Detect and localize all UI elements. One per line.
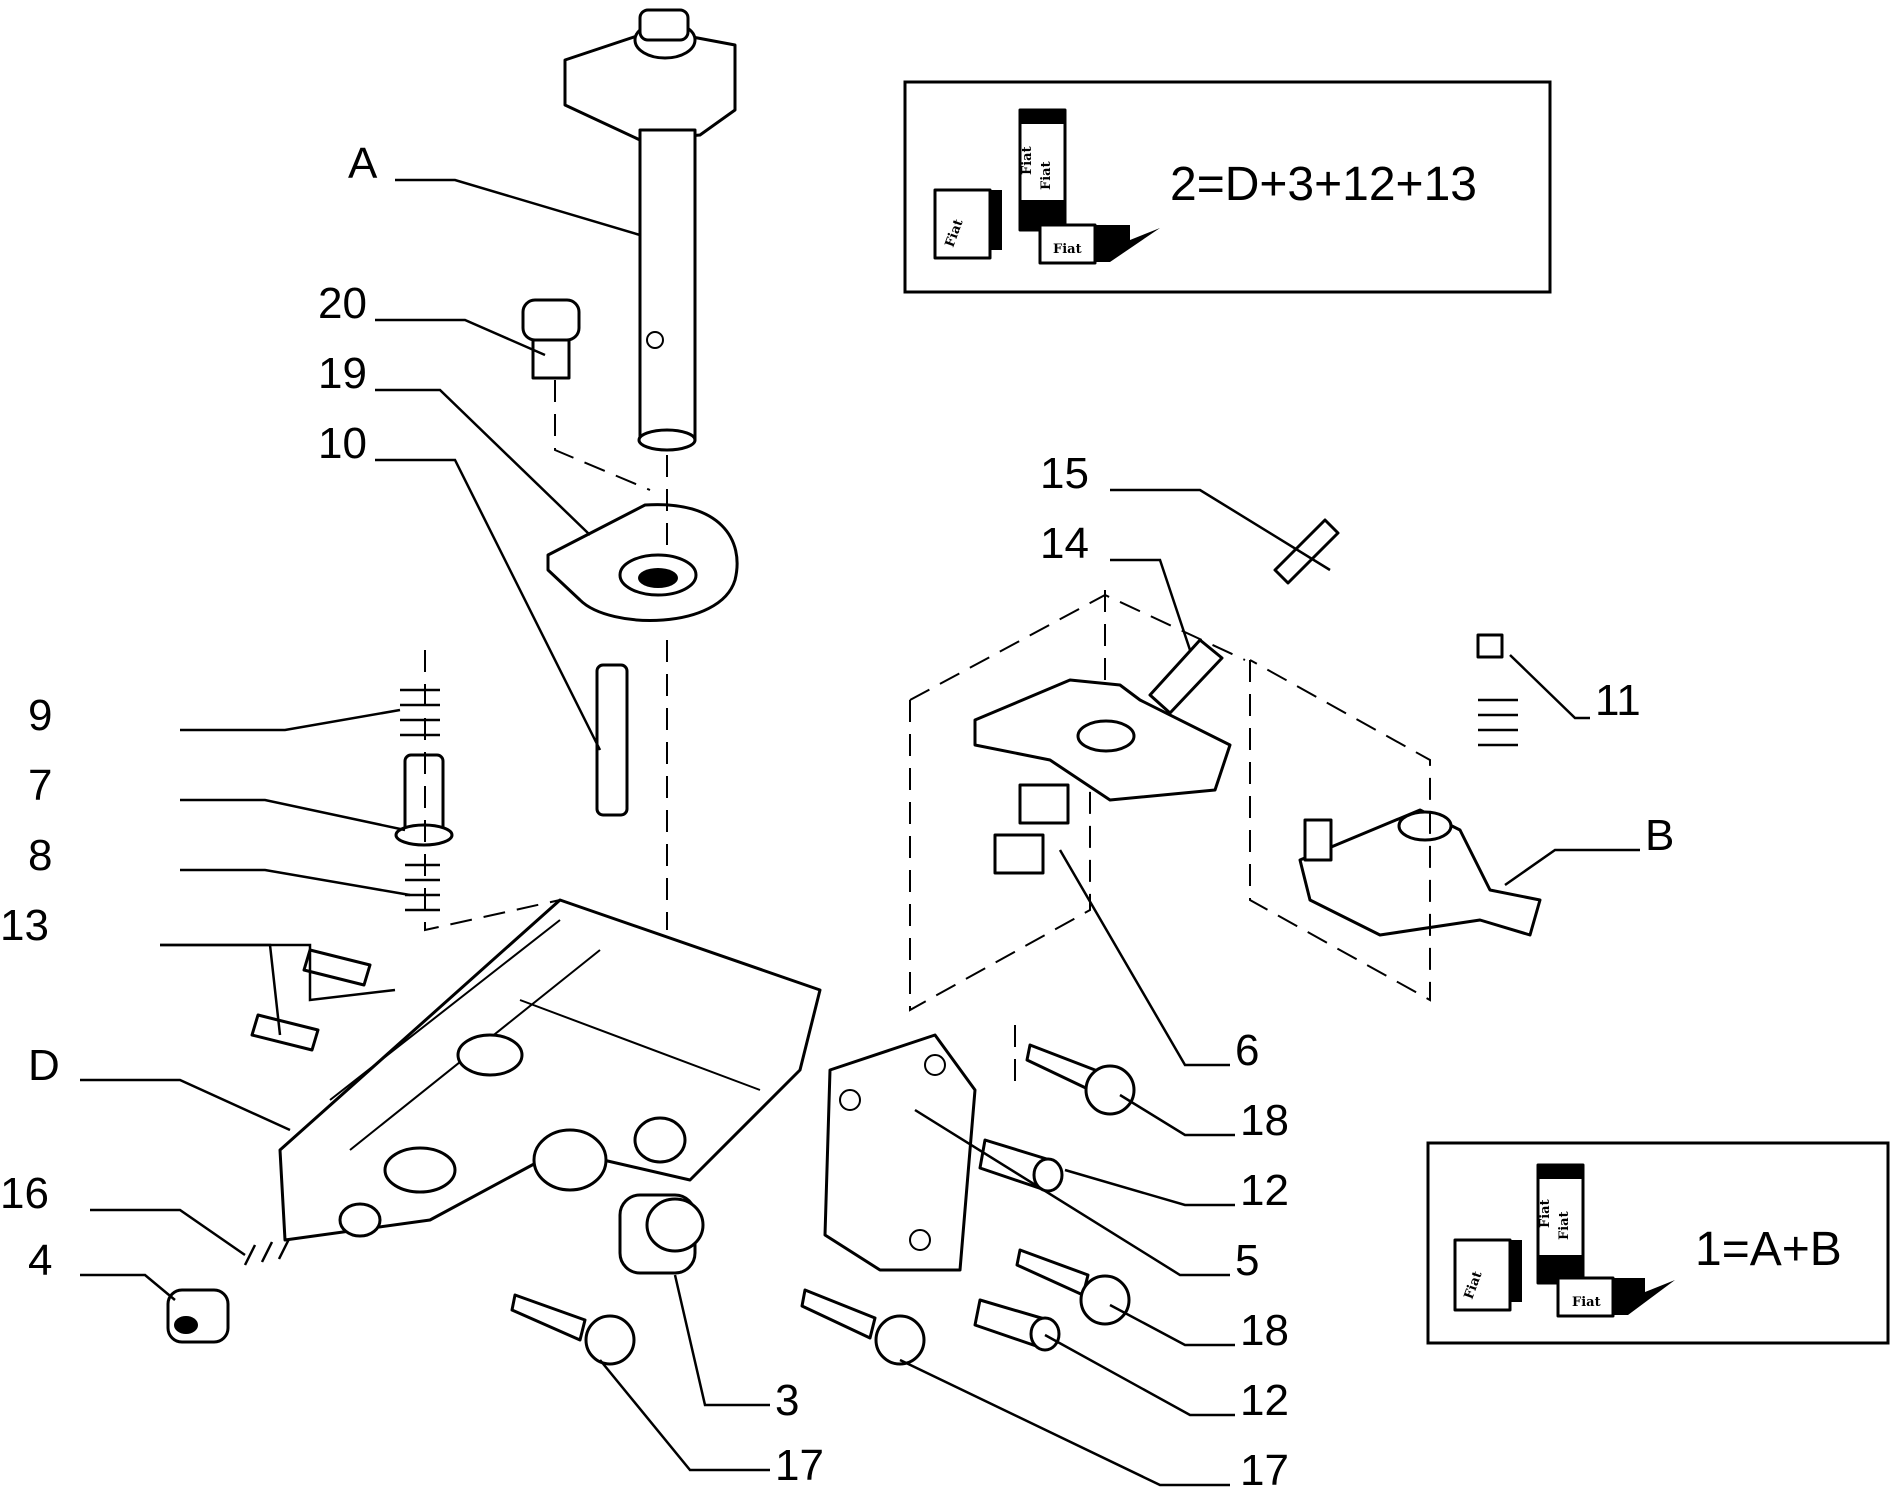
kit-box-2: Fiat Fiat Fiat Fiat 2=D+3+12+13: [903, 80, 1552, 294]
part-screw-17: [510, 1293, 636, 1366]
part-pin-13: [250, 948, 372, 1052]
callout-d: D: [28, 1041, 60, 1090]
callout-9: 9: [28, 691, 52, 740]
part-plug-20: [521, 298, 581, 380]
callout-5: 5: [1235, 1236, 1259, 1285]
callout-12: 12: [1240, 1166, 1289, 1215]
part-bushing-3: [618, 1193, 705, 1275]
kit-formula: 2=D+3+12+13: [1170, 158, 1477, 211]
callout-4: 4: [28, 1236, 52, 1285]
part-lever-b: [1298, 808, 1542, 937]
callout-13: 13: [0, 901, 49, 950]
part-spring-8: [405, 863, 440, 912]
callout-15: 15: [1040, 449, 1089, 498]
callout-10: 10: [318, 419, 367, 468]
assembly-lines: [424, 380, 1431, 1090]
callout-3: 3: [775, 1376, 799, 1425]
logo-text: Fiat: [1538, 1199, 1553, 1228]
part-plate-5: [823, 1033, 977, 1272]
callout-8: 8: [28, 831, 52, 880]
part-lever-a: [563, 8, 737, 452]
part-spring-11: [1476, 633, 1518, 747]
fiat-parts-logo: Fiat Fiat Fiat Fiat: [933, 108, 1160, 265]
callout-16: 16: [0, 1169, 49, 1218]
logo-text: Fiat: [1557, 1211, 1572, 1240]
kit-formula: 1=A+B: [1695, 1223, 1842, 1276]
callout-labels: A 20 19 10 9 7 8 13 D 16 4 15 14 11 B 6 …: [0, 139, 1674, 1488]
part-pin-10: [595, 663, 629, 817]
part-pin-15: [1273, 518, 1340, 585]
logo-text: Fiat: [1572, 1295, 1601, 1310]
callout-7: 7: [28, 761, 52, 810]
part-pin-12: [978, 1138, 1064, 1193]
leader-lines: [80, 178, 1640, 1487]
part-pin-14: [1148, 638, 1224, 715]
part-housing-d: [278, 898, 822, 1242]
part-screw-17: [800, 1288, 926, 1366]
part-screw-18: [1015, 1248, 1131, 1326]
part-selector-6: [973, 678, 1232, 875]
logo-text: Fiat: [1039, 161, 1054, 190]
logo-text: Fiat: [1020, 146, 1035, 175]
kit-box-1: Fiat Fiat Fiat Fiat 1=A+B: [1426, 1141, 1890, 1345]
callout-6: 6: [1235, 1026, 1259, 1075]
callout-b: B: [1645, 811, 1674, 860]
callout-19: 19: [318, 349, 367, 398]
callout-18: 18: [1240, 1306, 1289, 1355]
callout-a: A: [348, 139, 378, 188]
callout-14: 14: [1040, 519, 1089, 568]
callout-17: 17: [775, 1441, 824, 1488]
part-spring-16: [243, 1238, 291, 1266]
callout-12: 12: [1240, 1376, 1289, 1425]
part-pin-12: [973, 1298, 1061, 1352]
part-spring-9: [400, 688, 440, 737]
fiat-parts-logo: Fiat Fiat Fiat Fiat: [1453, 1163, 1675, 1318]
callout-18: 18: [1240, 1096, 1289, 1145]
callout-20: 20: [318, 279, 367, 328]
part-boot-19: [546, 503, 739, 622]
part-screw-18: [1025, 1043, 1136, 1116]
callout-17: 17: [1240, 1446, 1289, 1488]
part-cap-4: [166, 1288, 230, 1344]
callout-11: 11: [1595, 676, 1641, 725]
logo-text: Fiat: [1053, 242, 1082, 257]
